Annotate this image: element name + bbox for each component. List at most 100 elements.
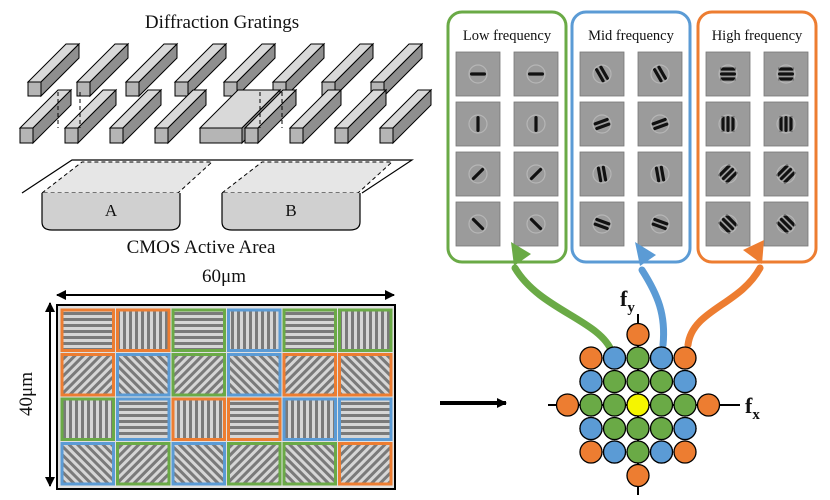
micrograph-cell bbox=[227, 308, 282, 352]
frequency-sample-dot bbox=[673, 346, 697, 370]
mid-frequency-arrowhead bbox=[635, 242, 656, 266]
grating-bar bbox=[271, 42, 326, 98]
height-label: 40μm bbox=[16, 372, 37, 416]
grating-bar bbox=[153, 88, 208, 145]
grating-title: Diffraction Gratings bbox=[145, 12, 299, 33]
micrograph-cell bbox=[60, 308, 115, 352]
gabor-filter-tile bbox=[705, 51, 751, 97]
grating-bar bbox=[108, 88, 163, 145]
grating-guide-lines bbox=[57, 92, 283, 128]
micrograph-cell bbox=[116, 442, 171, 486]
micrograph-cell bbox=[227, 353, 282, 397]
frequency-sample-dot bbox=[602, 393, 627, 417]
gabor-filter-tile bbox=[763, 201, 809, 247]
grating-bar bbox=[173, 42, 228, 98]
gabor-filter-tile bbox=[579, 51, 625, 97]
micrograph-cell bbox=[338, 353, 393, 397]
micrograph-cell bbox=[60, 442, 115, 486]
frequency-panel-mid: Mid frequency bbox=[570, 10, 692, 264]
high-frequency-curve bbox=[684, 264, 764, 349]
frequency-sample-dot bbox=[579, 369, 603, 394]
frequency-sample-dot bbox=[602, 369, 627, 394]
gabor-filter-tile bbox=[513, 201, 559, 247]
micrograph-cell bbox=[60, 397, 115, 441]
grating-bar bbox=[243, 88, 298, 145]
micrograph-cell bbox=[338, 308, 393, 352]
grating-bar bbox=[63, 88, 118, 145]
gabor-filter-tile bbox=[513, 51, 559, 97]
frequency-sample-dot bbox=[649, 369, 674, 394]
panel-label: High frequency bbox=[712, 28, 803, 44]
gabor-filter-tile bbox=[763, 151, 809, 197]
micrograph-cell bbox=[338, 397, 393, 441]
gabor-filter-tile bbox=[455, 101, 501, 147]
frequency-sample-dot bbox=[626, 322, 650, 347]
frequency-sample-dot bbox=[555, 393, 580, 417]
frequency-sample-dot bbox=[649, 346, 674, 370]
high-frequency-arrowhead bbox=[743, 240, 764, 264]
frequency-sample-dot bbox=[579, 346, 603, 370]
frequency-sample-dot bbox=[626, 416, 650, 441]
frequency-sample-dot bbox=[696, 393, 721, 417]
dc-sample-dot bbox=[626, 393, 650, 417]
grating-bars bbox=[18, 42, 433, 145]
grating-bar bbox=[378, 88, 433, 145]
micrograph-cell bbox=[282, 308, 337, 352]
micrograph-cell bbox=[282, 442, 337, 486]
micrograph-cell bbox=[116, 397, 171, 441]
pixel-a bbox=[41, 193, 181, 231]
fy-label: fy bbox=[620, 286, 635, 316]
micrograph-cell bbox=[60, 353, 115, 397]
cmos-label: CMOS Active Area bbox=[127, 237, 276, 258]
gabor-filter-tile bbox=[763, 51, 809, 97]
grating-bar bbox=[75, 42, 130, 98]
frequency-sample-dot bbox=[579, 393, 603, 417]
frequency-sample-dot bbox=[673, 369, 697, 394]
frequency-sample-dot bbox=[673, 393, 697, 417]
frequency-samples bbox=[555, 322, 721, 488]
mid-frequency-curve bbox=[638, 266, 668, 349]
grating-bar bbox=[320, 42, 375, 98]
frequency-sample-dot bbox=[673, 440, 697, 464]
width-label: 60μm bbox=[202, 266, 246, 287]
frequency-sample-dot bbox=[673, 416, 697, 441]
pixel-a-footprint bbox=[40, 161, 214, 194]
gabor-filter-tile bbox=[637, 51, 683, 97]
diffraction-grating-schematic: Diffraction Gratings A B CMOS Active Are… bbox=[18, 12, 433, 258]
micrograph-cell bbox=[116, 353, 171, 397]
pixel-b-label: B bbox=[285, 201, 296, 220]
fx-label: fx bbox=[745, 393, 760, 423]
gabor-filter-tile bbox=[763, 101, 809, 147]
micrograph-cell bbox=[227, 397, 282, 441]
sensor-plane-outline bbox=[21, 159, 414, 194]
grating-bar bbox=[369, 42, 424, 98]
frequency-sample-dot bbox=[579, 440, 603, 464]
gabor-filter-tile bbox=[513, 101, 559, 147]
frequency-panel-high: High frequency bbox=[696, 10, 818, 264]
micrograph-cells bbox=[60, 308, 393, 486]
micrograph-cell bbox=[171, 442, 226, 486]
panel-label: Mid frequency bbox=[588, 28, 675, 44]
frequency-domain-diagram: fy fx bbox=[511, 240, 764, 495]
gabor-filter-tile bbox=[705, 151, 751, 197]
gabor-filter-tile bbox=[579, 151, 625, 197]
frequency-sample-dot bbox=[602, 440, 627, 464]
grating-bar bbox=[333, 88, 388, 145]
frequency-sample-dot bbox=[602, 346, 627, 370]
low-frequency-arrowhead bbox=[511, 242, 531, 266]
grating-bar bbox=[124, 42, 179, 98]
micrograph-cell bbox=[171, 308, 226, 352]
grating-bar bbox=[26, 42, 81, 98]
gabor-filter-tile bbox=[705, 201, 751, 247]
pixel-b bbox=[221, 193, 361, 231]
pixel-a-label: A bbox=[105, 201, 118, 220]
micrograph-cell bbox=[227, 442, 282, 486]
gabor-filter-tile bbox=[455, 51, 501, 97]
frequency-sample-dot bbox=[579, 416, 603, 441]
gabor-filter-tile bbox=[579, 201, 625, 247]
micrograph-cell bbox=[116, 308, 171, 352]
cmos-micrograph: 60μm 40μm bbox=[16, 266, 396, 490]
frequency-sample-dot bbox=[649, 416, 674, 441]
frequency-sample-dot bbox=[602, 416, 627, 441]
